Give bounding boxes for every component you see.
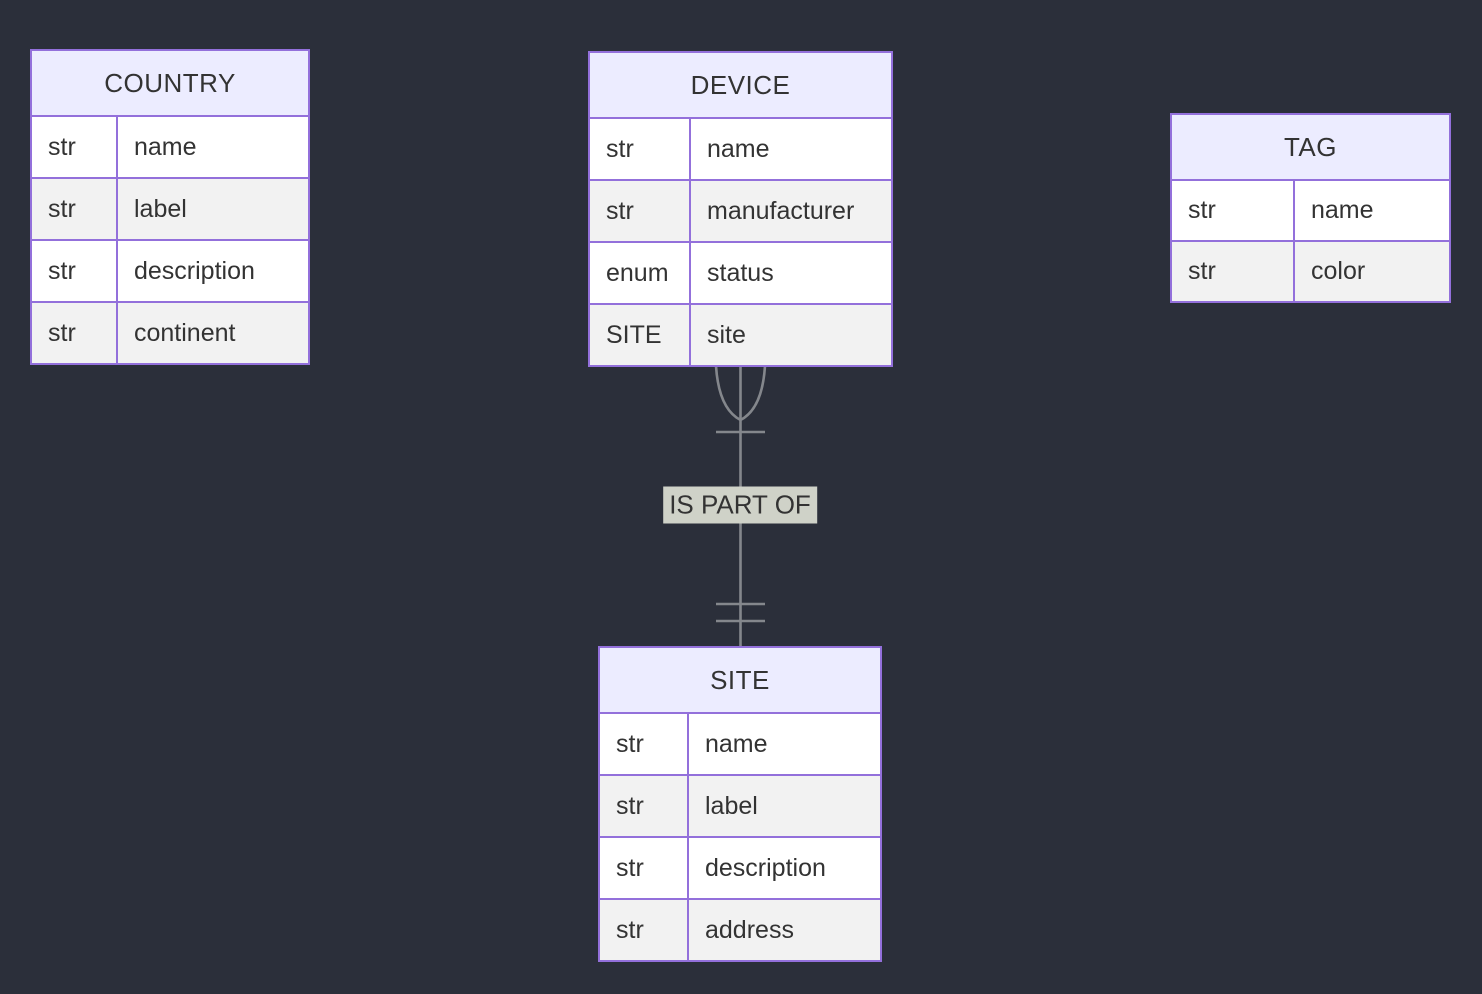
attribute-type: str xyxy=(600,838,687,898)
attribute-type: str xyxy=(600,776,687,836)
entity-site-title: SITE xyxy=(600,648,880,712)
attribute-name: description xyxy=(118,241,308,301)
entity-device-attributes: str name str manufacturer enum status SI… xyxy=(590,119,891,365)
entity-country-attributes: str name str label str description str c… xyxy=(32,117,308,363)
entity-country: COUNTRY str name str label str descripti… xyxy=(30,49,310,365)
attribute-name: manufacturer xyxy=(691,181,891,241)
attribute-type: str xyxy=(32,117,116,177)
entity-site-attributes: str name str label str description str a… xyxy=(600,714,880,960)
attribute-type: str xyxy=(600,900,687,960)
attribute-name: name xyxy=(689,714,880,774)
entity-tag-attributes: str name str color xyxy=(1172,181,1449,301)
attribute-type: SITE xyxy=(590,305,689,365)
attribute-name: label xyxy=(118,179,308,239)
attribute-type: str xyxy=(1172,242,1293,301)
attribute-name: name xyxy=(691,119,891,179)
attribute-type: str xyxy=(1172,181,1293,240)
attribute-name: continent xyxy=(118,303,308,363)
relationship-label: IS PART OF xyxy=(663,486,817,524)
attribute-type: str xyxy=(600,714,687,774)
attribute-name: color xyxy=(1295,242,1449,301)
entity-device: DEVICE str name str manufacturer enum st… xyxy=(588,51,893,367)
crow-foot-many-icon xyxy=(739,365,767,422)
attribute-type: str xyxy=(32,179,116,239)
attribute-name: status xyxy=(691,243,891,303)
attribute-name: name xyxy=(1295,181,1449,240)
attribute-name: description xyxy=(689,838,880,898)
attribute-type: str xyxy=(32,241,116,301)
entity-site: SITE str name str label str description … xyxy=(598,646,882,962)
entity-tag-title: TAG xyxy=(1172,115,1449,179)
attribute-name: label xyxy=(689,776,880,836)
attribute-type: enum xyxy=(590,243,689,303)
entity-device-title: DEVICE xyxy=(590,53,891,117)
attribute-name: site xyxy=(691,305,891,365)
attribute-type: str xyxy=(590,119,689,179)
crow-foot-many-icon xyxy=(714,365,742,422)
entity-country-title: COUNTRY xyxy=(32,51,308,115)
entity-tag: TAG str name str color xyxy=(1170,113,1451,303)
attribute-name: address xyxy=(689,900,880,960)
attribute-type: str xyxy=(590,181,689,241)
attribute-type: str xyxy=(32,303,116,363)
attribute-name: name xyxy=(118,117,308,177)
